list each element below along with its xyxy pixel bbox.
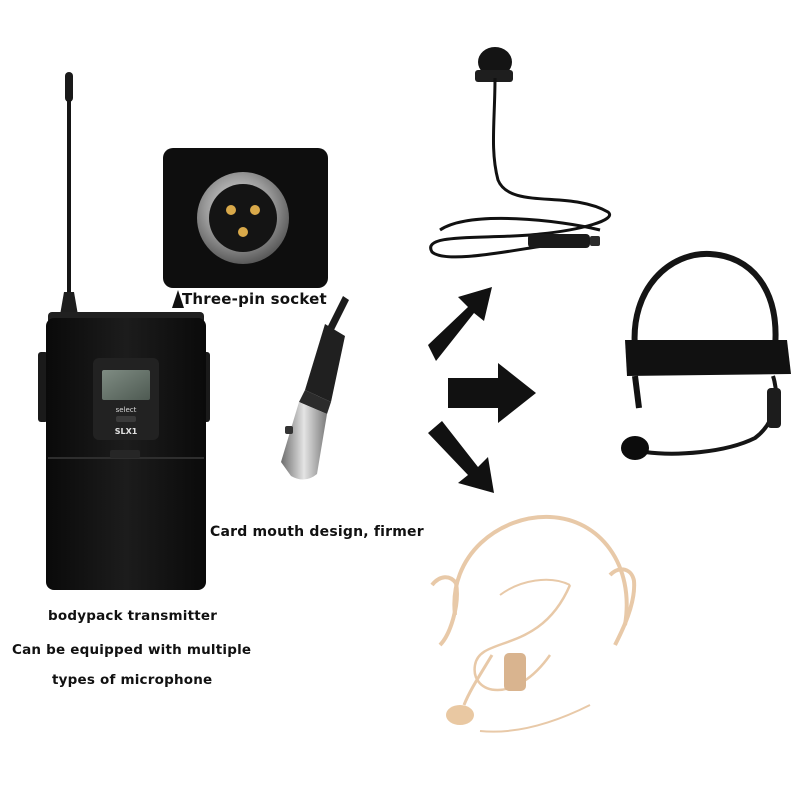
black-headset-mic — [621, 250, 791, 460]
socket-closeup — [163, 148, 328, 288]
skin-headset-mic-icon — [430, 514, 637, 733]
card-mouth-label: Card mouth design, firmer — [210, 524, 424, 540]
lavalier-mic-icon — [429, 47, 612, 259]
xlr-socket-icon — [197, 172, 289, 264]
pointer-icon — [172, 290, 184, 308]
display-screen-icon — [102, 370, 150, 400]
lavalier-mic — [429, 47, 612, 259]
arrow-right-icon — [448, 363, 536, 423]
equip-label-line1: Can be equipped with multiple — [12, 642, 252, 658]
skin-headset-mic — [430, 514, 637, 733]
black-headset-mic-icon — [621, 250, 791, 460]
arrow-up-right-icon — [428, 287, 492, 361]
arrows-group — [428, 287, 536, 493]
mini-xlr-connector — [281, 296, 349, 480]
bodypack-transmitter: select SLX1 — [38, 72, 210, 590]
socket-label: Three-pin socket — [182, 290, 327, 308]
select-button — [116, 416, 136, 422]
arrow-down-right-icon — [428, 421, 494, 493]
equip-label-line2: types of microphone — [52, 672, 213, 688]
bodypack-label: bodypack transmitter — [48, 608, 218, 624]
antenna-icon — [60, 72, 78, 315]
model-label: SLX1 — [115, 427, 138, 436]
select-button-label: select — [116, 406, 137, 414]
